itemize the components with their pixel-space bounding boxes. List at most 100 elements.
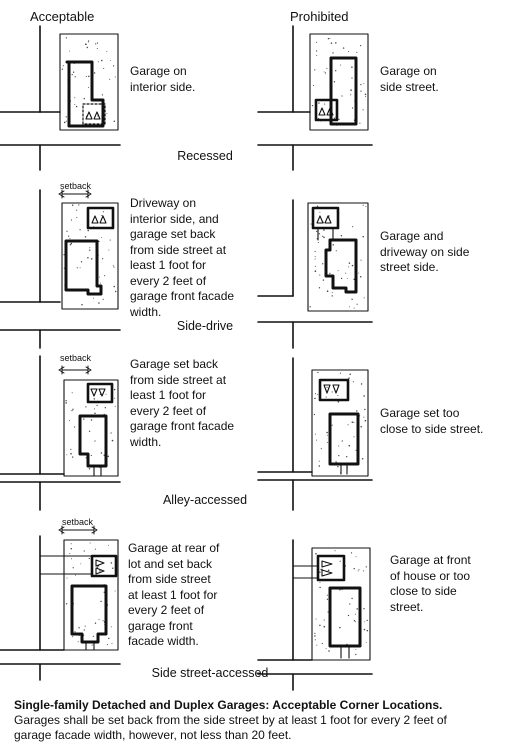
stipple-dot [363,297,365,299]
stipple-dot [83,418,85,420]
setback-label-side-street: setback [62,517,94,527]
stipple-dot [74,76,76,78]
stipple-dot [72,408,74,410]
stipple-dot [356,51,358,53]
stipple-dot [363,621,365,623]
stipple-dot [66,577,68,579]
stipple-dot [362,235,364,238]
stipple-dot [356,410,358,412]
stipple-dot [87,229,89,232]
stipple-dot [320,448,322,450]
stipple-dot [316,54,318,56]
stipple-dot [74,426,76,428]
stipple-dot [347,424,349,426]
stipple-dot [314,639,316,641]
stipple-dot [348,266,349,268]
stipple-dot [99,570,101,572]
stipple-dot [318,287,321,289]
stipple-dot [90,419,93,421]
stipple-dot [77,641,79,643]
stipple-dot [63,254,65,256]
stipple-dot [355,556,357,558]
stipple-dot [340,277,343,280]
stipple-dot [87,41,89,43]
acceptable-recessed-text: Garage on interior side. [130,64,196,94]
stipple-dot [331,295,333,297]
stipple-dot [101,214,103,217]
stipple-dot [104,275,106,277]
stipple-dot [62,65,64,67]
stipple-dot [361,457,364,460]
stipple-dot [88,87,89,89]
stipple-dot [70,558,72,560]
stipple-dot [113,388,116,391]
stipple-dot [364,93,367,96]
stipple-dot [71,392,73,394]
stipple-dot [362,109,364,111]
stipple-dot [330,42,333,44]
stipple-dot [87,256,89,259]
stipple-dot [106,644,109,646]
stipple-dot [314,632,316,634]
stipple-dot [314,393,316,395]
stipple-dot [327,38,330,40]
stipple-dot [329,38,331,39]
stipple-dot [337,394,339,397]
stipple-dot [318,465,321,467]
prohibited-side-street-plan [257,539,373,691]
stipple-dot [350,94,352,96]
stipple-dot [335,70,337,72]
stipple-dot [94,622,97,624]
stipple-dot [321,642,323,645]
stipple-dot [331,391,333,393]
stipple-dot [114,590,116,592]
stipple-dot [88,557,90,560]
stipple-dot [65,37,68,39]
stipple-dot [317,241,319,244]
stipple-dot [363,395,365,397]
stipple-dot [319,211,321,213]
stipple-dot [346,277,348,279]
stipple-dot [83,629,85,631]
stipple-dot [90,454,92,457]
acceptable-side-drive-text: Driveway on interior side, and garage se… [130,196,235,319]
stipple-dot [321,568,323,570]
stipple-dot [335,250,337,252]
stipple-dot [70,242,73,245]
stipple-dot [329,272,331,275]
acceptable-alley-plan [0,355,121,511]
stipple-dot [340,64,341,66]
stipple-dot [351,77,353,79]
stipple-dot [65,603,68,605]
stipple-dot [107,455,110,458]
stipple-dot [352,381,354,383]
stipple-dot [324,103,326,105]
stipple-dot [76,267,78,269]
stipple-dot [65,402,67,404]
stipple-dot [71,204,74,207]
stipple-dot [327,569,330,572]
stipple-dot [100,452,103,454]
stipple-dot [338,454,340,457]
stipple-dot [332,244,334,246]
stipple-dot [85,406,87,408]
stipple-dot [80,563,82,565]
stipple-dot [96,566,99,568]
stipple-dot [317,394,319,396]
stipple-dot [331,424,333,426]
prohibited-side-drive-text: Garage and driveway on side street side. [380,229,470,274]
stipple-dot [317,371,319,374]
stipple-dot [351,66,353,68]
stipple-dot [316,205,319,208]
stipple-dot [362,204,364,206]
stipple-dot [327,611,329,613]
stipple-dot [99,282,101,284]
stipple-dot [359,276,362,278]
stipple-dot [110,562,113,564]
stipple-dot [66,454,68,456]
stipple-dot [322,235,324,237]
stipple-dot [74,630,76,633]
stipple-dot [339,560,341,562]
stipple-dot [309,306,311,308]
